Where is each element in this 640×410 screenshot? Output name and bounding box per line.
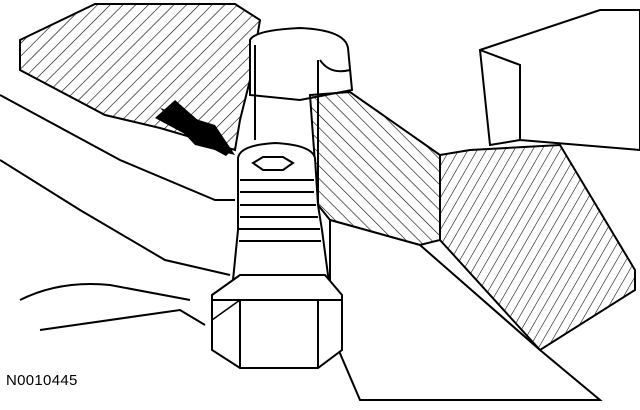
- bolt: [211, 141, 343, 369]
- upper-casting-section: [19, 3, 262, 152]
- left-body-outline: [0, 94, 235, 331]
- right-casting-section: [308, 90, 636, 352]
- callout-arrow: [155, 100, 235, 156]
- figure-id-label: N0010445: [6, 372, 78, 389]
- hex-socket-icon: [251, 156, 295, 171]
- upper-right-block: [478, 9, 640, 152]
